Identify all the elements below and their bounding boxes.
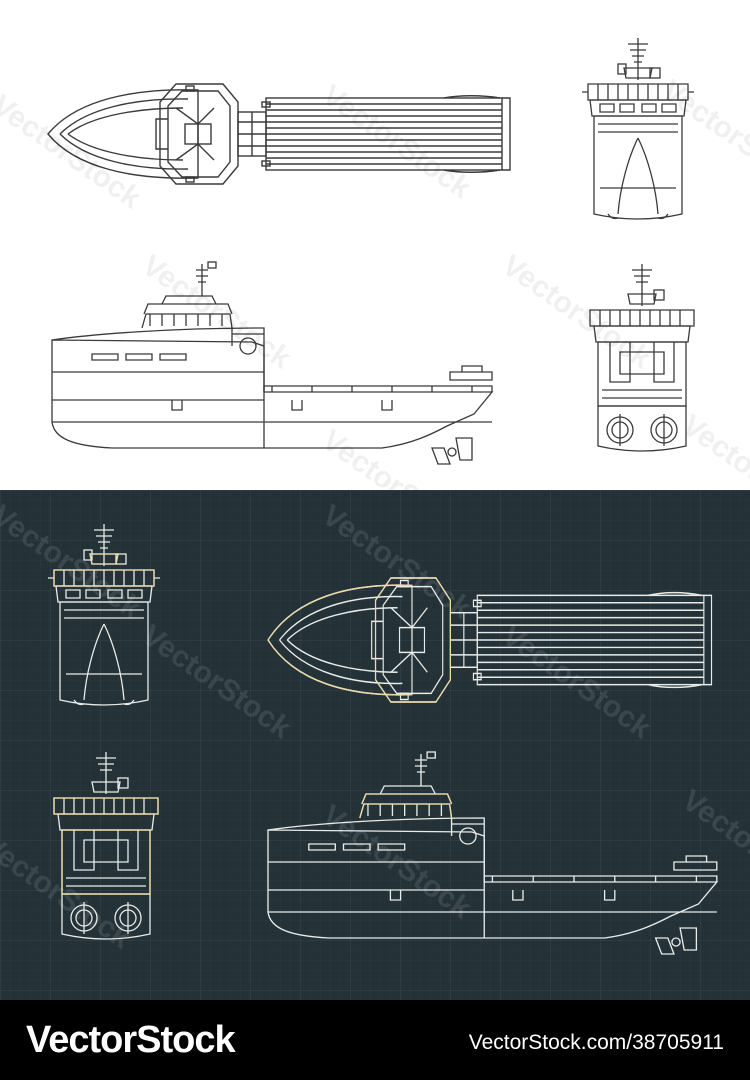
blueprint-grid bbox=[0, 490, 750, 1000]
footer-bar: VectorStock VectorStock.com/38705911 bbox=[0, 1000, 750, 1080]
ship-plan-view-icon bbox=[267, 577, 713, 703]
ship-bow-view-icon bbox=[581, 37, 695, 220]
brand-logo: VectorStock bbox=[26, 1019, 236, 1061]
ship-bow-view-icon bbox=[47, 523, 161, 706]
light-blueprint-panel: VectorStock VectorStock VectorStock Vect… bbox=[0, 0, 750, 490]
light-drawings: VectorStock VectorStock VectorStock Vect… bbox=[0, 37, 750, 490]
dark-drawings: VectorStock VectorStock VectorStock Vect… bbox=[0, 490, 750, 1000]
dark-blueprint-panel: VectorStock VectorStock VectorStock Vect… bbox=[0, 490, 750, 1000]
watermark: VectorStock bbox=[496, 249, 657, 376]
watermark: VectorStock bbox=[0, 89, 147, 216]
ship-stern-view-icon bbox=[53, 751, 159, 940]
ship-profile-view-icon bbox=[267, 751, 718, 955]
watermark: VectorStock bbox=[316, 424, 477, 490]
watermark: VectorStock bbox=[656, 74, 750, 201]
image-id-label: VectorStock.com/38705911 bbox=[468, 1031, 724, 1054]
watermark: VectorStock bbox=[676, 409, 750, 490]
